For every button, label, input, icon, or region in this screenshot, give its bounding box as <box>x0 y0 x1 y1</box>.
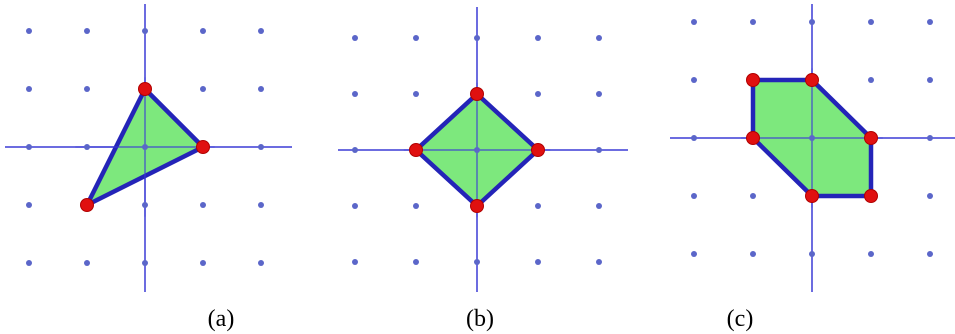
lattice-point <box>691 77 697 83</box>
lattice-point <box>596 203 602 209</box>
lattice-point <box>142 260 148 266</box>
lattice-point <box>474 147 480 153</box>
caption-b: (b) <box>466 306 494 332</box>
lattice-point <box>352 259 358 265</box>
panel-b <box>338 7 628 292</box>
lattice-point <box>200 260 206 266</box>
lattice-point <box>258 28 264 34</box>
lattice-point <box>200 86 206 92</box>
polygon-vertex <box>805 73 819 87</box>
polygon-vertex <box>196 140 210 154</box>
lattice-point <box>142 202 148 208</box>
lattice-point <box>927 193 933 199</box>
lattice-point <box>84 28 90 34</box>
lattice-point <box>596 35 602 41</box>
lattice-point <box>352 35 358 41</box>
lattice-point <box>413 35 419 41</box>
lattice-point <box>474 35 480 41</box>
lattice-point <box>413 259 419 265</box>
lattice-point <box>927 135 933 141</box>
polygon-vertex <box>531 143 545 157</box>
lattice-point <box>535 259 541 265</box>
lattice-point <box>258 86 264 92</box>
lattice-point <box>809 19 815 25</box>
lattice-point <box>84 144 90 150</box>
lattice-point <box>535 203 541 209</box>
lattice-point <box>691 193 697 199</box>
polygon-vertex <box>746 131 760 145</box>
lattice-point <box>352 203 358 209</box>
polygon-vertex <box>746 73 760 87</box>
panel-a <box>5 4 292 292</box>
lattice-point <box>691 19 697 25</box>
polygon-vertex <box>80 198 94 212</box>
lattice-point <box>474 259 480 265</box>
panel-c <box>670 4 955 292</box>
lattice-point <box>84 260 90 266</box>
lattice-point <box>596 147 602 153</box>
lattice-point <box>596 91 602 97</box>
lattice-point <box>809 135 815 141</box>
lattice-point <box>413 91 419 97</box>
lattice-point <box>750 19 756 25</box>
lattice-point <box>200 202 206 208</box>
lattice-point <box>596 259 602 265</box>
lattice-point <box>142 28 148 34</box>
lattice-point <box>84 86 90 92</box>
caption-a: (a) <box>208 306 235 332</box>
polygon-vertex <box>864 189 878 203</box>
lattice-point <box>868 77 874 83</box>
lattice-point <box>258 260 264 266</box>
lattice-point <box>26 86 32 92</box>
lattice-point <box>258 144 264 150</box>
lattice-point <box>258 202 264 208</box>
polygon-vertex <box>805 189 819 203</box>
lattice-point <box>352 91 358 97</box>
polygon-vertex <box>138 82 152 96</box>
lattice-point <box>535 91 541 97</box>
caption-c: (c) <box>727 306 754 332</box>
lattice-point <box>809 251 815 257</box>
lattice-point <box>26 202 32 208</box>
lattice-point <box>868 251 874 257</box>
lattice-point <box>691 135 697 141</box>
lattice-point <box>142 144 148 150</box>
lattice-point <box>413 203 419 209</box>
lattice-point <box>868 19 874 25</box>
lattice-point <box>691 251 697 257</box>
lattice-point <box>750 193 756 199</box>
polygon-vertex <box>409 143 423 157</box>
lattice-point <box>927 251 933 257</box>
lattice-point <box>927 19 933 25</box>
lattice-point <box>26 260 32 266</box>
lattice-point <box>535 35 541 41</box>
lattice-point <box>750 251 756 257</box>
lattice-point <box>200 28 206 34</box>
lattice-point <box>352 147 358 153</box>
polygon-vertex <box>470 87 484 101</box>
lattice-point <box>26 28 32 34</box>
polygon-vertex <box>470 199 484 213</box>
polygon-vertex <box>864 131 878 145</box>
lattice-point <box>26 144 32 150</box>
lattice-point <box>927 77 933 83</box>
